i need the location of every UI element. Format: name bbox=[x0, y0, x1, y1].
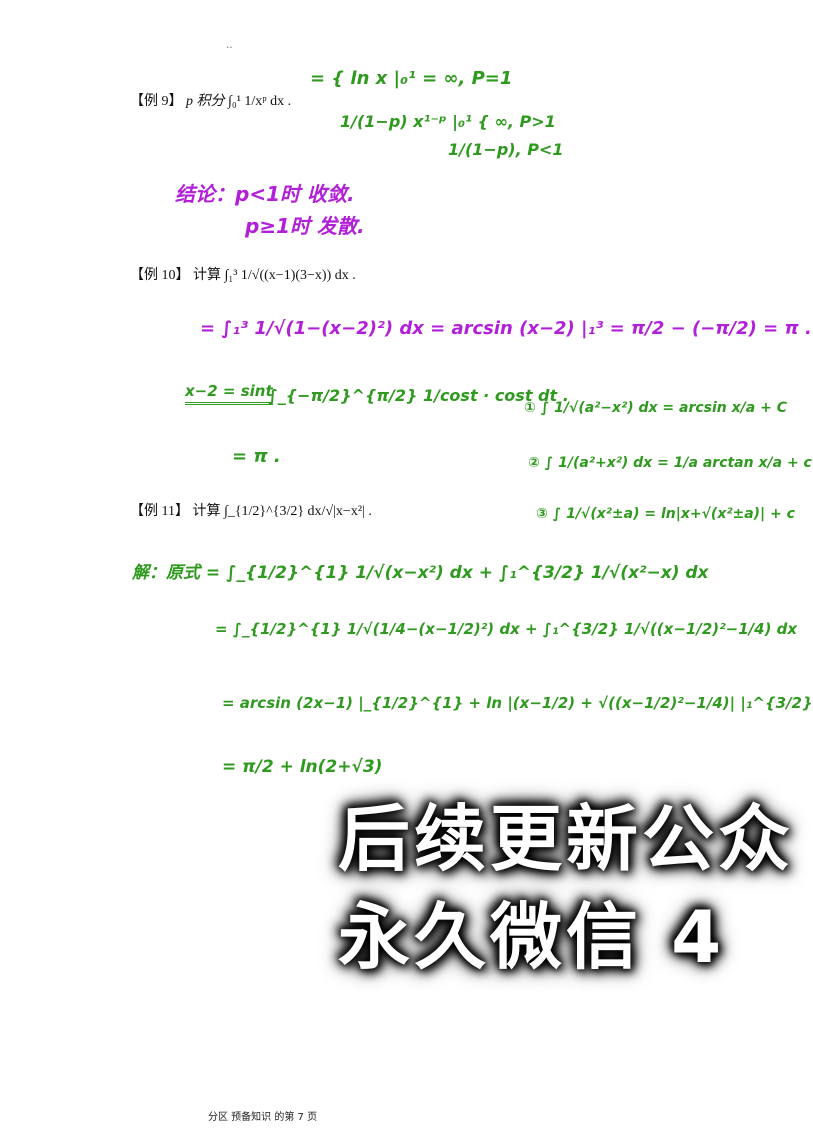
page-footer: 分区 预备知识 的第 7 页 bbox=[208, 1112, 318, 1123]
overlay-caption-line1: 后续更新公众 bbox=[338, 797, 795, 881]
conclusion-diverge: p≥1时 发散. bbox=[245, 214, 365, 238]
formula-arctan: ② ∫ 1/(a²+x²) dx = 1/a arctan x/a + c bbox=[528, 455, 812, 471]
ex10-solution-line2: ∫_{−π/2}^{π/2} 1/cost · cost dt . bbox=[268, 386, 569, 405]
ex11-solution-line3: = arcsin (2x−1) |_{1/2}^{1} + ln |(x−1/2… bbox=[222, 694, 813, 712]
ex11-solution-line2: = ∫_{1/2}^{1} 1/√(1/4−(x−1/2)²) dx + ∫₁^… bbox=[215, 620, 798, 638]
problem-9-expr: ∫₀¹ 1/xᵖ dx . bbox=[228, 94, 292, 109]
ex11-solution-line1: 解：原式 = ∫_{1/2}^{1} 1/√(x−x²) dx + ∫₁^{3/… bbox=[132, 563, 709, 583]
formula-ln: ③ ∫ 1/√(x²±a) = ln|x+√(x²±a)| + c bbox=[536, 506, 795, 522]
ex9-case-3: 1/(1−p), P<1 bbox=[448, 140, 564, 159]
problem-10: 【例 10】 计算 ∫₁³ 1/√((x−1)(3−x)) dx . bbox=[130, 264, 356, 284]
problem-9: 【例 9】 p 积分 ∫₀¹ 1/xᵖ dx . bbox=[130, 90, 291, 110]
problem-11-text: 计算 bbox=[192, 504, 221, 519]
problem-11: 【例 11】 计算 ∫_{1/2}^{3/2} dx/√|x−x²| . bbox=[130, 500, 372, 520]
top-dots: ‥ bbox=[226, 40, 234, 51]
formula-arcsin: ① ∫ 1/√(a²−x²) dx = arcsin x/a + C bbox=[524, 400, 787, 416]
problem-11-expr: ∫_{1/2}^{3/2} dx/√|x−x²| . bbox=[223, 504, 372, 519]
ex9-case-1: = { ln x |₀¹ = ∞, P=1 bbox=[310, 68, 513, 89]
problem-10-text: 计算 bbox=[193, 268, 221, 283]
ex10-solution-line3: = π . bbox=[232, 446, 281, 467]
ex11-solution-line4: = π/2 + ln(2+√3) bbox=[222, 757, 383, 777]
problem-10-label: 【例 10】 bbox=[130, 268, 190, 283]
problem-9-label: 【例 9】 bbox=[130, 94, 183, 109]
ex10-substitution: x−2 = sint bbox=[185, 382, 273, 405]
ex9-case-2: 1/(1−p) x¹⁻ᵖ |₀¹ { ∞, P>1 bbox=[340, 112, 556, 131]
ex10-solution-line1: = ∫₁³ 1/√(1−(x−2)²) dx = arcsin (x−2) |₁… bbox=[200, 318, 812, 339]
problem-9-text: p 积分 bbox=[186, 94, 225, 109]
problem-11-label: 【例 11】 bbox=[130, 504, 189, 519]
overlay-caption-line2: 永久微信 4 bbox=[338, 895, 726, 979]
problem-10-expr: ∫₁³ 1/√((x−1)(3−x)) dx . bbox=[224, 268, 356, 283]
conclusion-converge: 结论：p<1时 收敛. bbox=[175, 182, 355, 206]
